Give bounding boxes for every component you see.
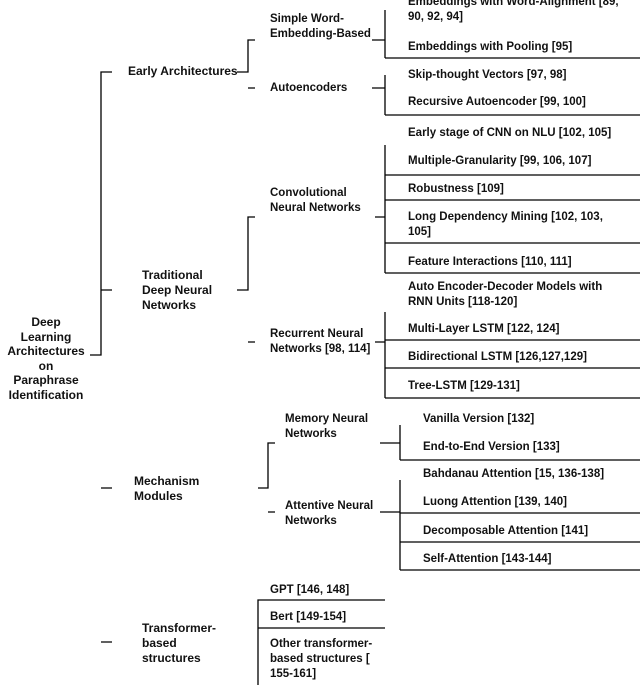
leaf-embeddings-pooling: Embeddings with Pooling [95] [408, 41, 573, 53]
cnn-label: Convolutional Neural Networks [270, 187, 361, 214]
rnn-label: Recurrent Neural Networks [98, 114] [270, 328, 371, 355]
connector-rnn [375, 312, 640, 399]
connector-early [237, 39, 255, 89]
leaf-long-dependency: Long Dependency Mining [102, 103, 105] [408, 211, 603, 238]
autoencoders-label: Autoencoders [270, 82, 348, 94]
leaf-word-alignment: Embeddings with Word-Alignment [89, 90, … [408, 0, 619, 23]
leaf-luong-attention: Luong Attention [139, 140] [423, 496, 567, 508]
connector-ae [372, 75, 640, 116]
leaf-multi-layer-lstm: Multi-Layer LSTM [122, 124] [408, 323, 560, 335]
leaf-self-attention: Self-Attention [143-144] [423, 553, 552, 565]
traditional-dnn-label: Traditional Deep Neural Networks [142, 268, 213, 312]
connector-transformer [257, 599, 385, 685]
connector-swe [372, 10, 640, 59]
leaf-recursive-autoencoder: Recursive Autoencoder [99, 100] [408, 96, 586, 108]
leaf-tree-lstm: Tree-LSTM [129-131] [408, 380, 520, 392]
connector-mechanism [258, 442, 275, 513]
leaf-other-transformer: Other transformer- based structures [ 15… [270, 638, 373, 680]
connector-attentive [380, 480, 640, 571]
connector-root [90, 71, 112, 643]
leaf-robustness: Robustness [109] [408, 183, 504, 195]
leaf-early-cnn: Early stage of CNN on NLU [102, 105] [408, 127, 612, 139]
leaf-decomposable-attention: Decomposable Attention [141] [423, 525, 589, 537]
connector-traditional [237, 216, 255, 343]
root-label: Deep Learning Architectures on Paraphras… [7, 315, 85, 402]
attentive-networks-label: Attentive Neural Networks [285, 500, 374, 527]
leaf-bahdanau-attention: Bahdanau Attention [15, 136-138] [423, 468, 605, 480]
connector-memory [380, 425, 640, 461]
transformer-structures-label: Transformer- based structures [142, 621, 217, 665]
leaf-auto-encoder-decoder: Auto Encoder-Decoder Models with RNN Uni… [408, 281, 603, 308]
memory-networks-label: Memory Neural Networks [285, 413, 369, 440]
leaf-skip-thought: Skip-thought Vectors [97, 98] [408, 69, 567, 81]
leaf-feature-interactions: Feature Interactions [110, 111] [408, 256, 572, 268]
leaf-multiple-granularity: Multiple-Granularity [99, 106, 107] [408, 155, 592, 167]
leaf-vanilla-version: Vanilla Version [132] [423, 413, 535, 425]
simple-word-embedding-label: Simple Word- Embedding-Based [270, 13, 371, 40]
leaf-bidirectional-lstm: Bidirectional LSTM [126,127,129] [408, 351, 587, 363]
connector-cnn [375, 145, 640, 274]
leaf-bert: Bert [149-154] [270, 611, 347, 623]
leaf-end-to-end-version: End-to-End Version [133] [423, 441, 560, 453]
early-architectures-label: Early Architectures [128, 64, 238, 78]
leaf-gpt: GPT [146, 148] [270, 584, 350, 596]
mechanism-modules-label: Mechanism Modules [134, 474, 200, 503]
